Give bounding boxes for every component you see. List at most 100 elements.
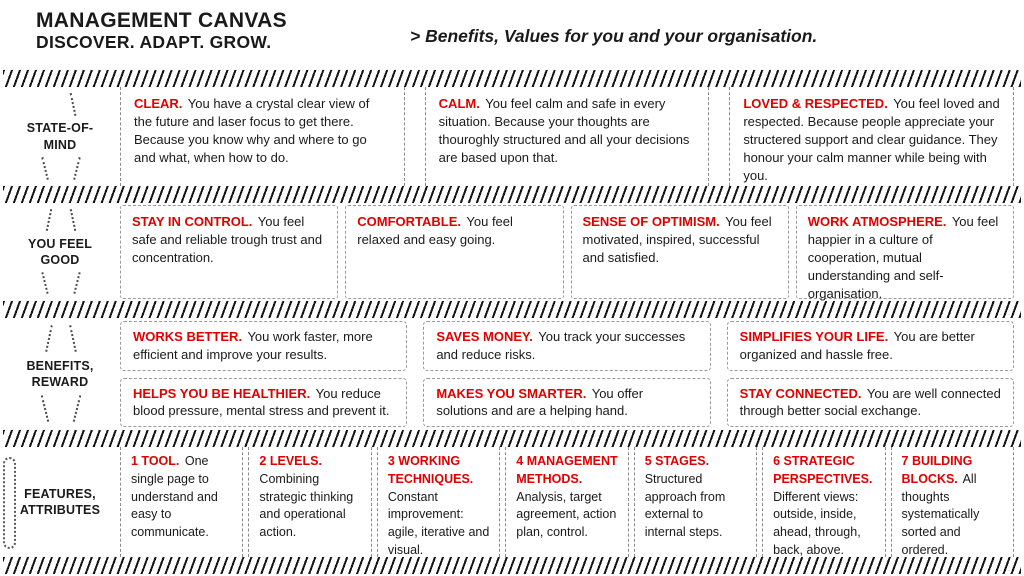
dotted-funnel-decoration [0, 89, 120, 120]
card-title: SENSE OF OPTIMISM. [582, 214, 720, 229]
row-label-benefits-reward: BENEFITS,REWARD [0, 318, 120, 430]
card-body: Analysis, target agreement, action plan,… [516, 489, 617, 540]
canvas-card: 4 MANAGEMENT METHODS. Analysis, target a… [505, 447, 629, 557]
card-text: STAY IN CONTROL. You feel safe and relia… [132, 213, 326, 267]
card-body: You work faster, more efficient and impr… [133, 329, 373, 362]
card-text: 4 MANAGEMENT METHODS. Analysis, target a… [516, 453, 618, 542]
card-body: You feel safe and reliable trough trust … [132, 214, 323, 265]
dotted-funnel-decoration [0, 449, 120, 486]
card-text: 2 LEVELS. Combining strategic thinking a… [259, 453, 361, 542]
dotted-funnel-decoration [0, 268, 120, 299]
card-title: WORKS BETTER. [133, 329, 243, 344]
row-state-of-mind: STATE-OF-MIND CLEAR. You have a crystal … [0, 87, 1024, 186]
canvas-card: 3 WORKING TECHNIQUES. Constant improveme… [376, 447, 501, 560]
title-block: MANAGEMENT CANVAS DISCOVER. ADAPT. GROW. [36, 9, 287, 52]
card-title: SIMPLIFIES YOUR LIFE. [739, 329, 889, 344]
card-title: 2 LEVELS. [259, 454, 322, 468]
card-body: Different views: outside, inside, ahead,… [773, 489, 861, 557]
card-text: LOVED & RESPECTED. You feel loved and re… [743, 95, 1000, 185]
card-text: 6 STRATEGIC PERSPECTIVES. Different view… [773, 453, 875, 560]
dotted-pill-decoration [3, 457, 16, 549]
row-label-text: BENEFITS,REWARD [26, 358, 94, 389]
card-title: STAY IN CONTROL. [132, 214, 253, 229]
dotted-funnel-decoration [0, 153, 120, 184]
canvas-card: HELPS YOU BE HEALTHIER. You reduce blood… [120, 377, 408, 427]
card-text: HELPS YOU BE HEALTHIER. You reduce blood… [133, 385, 394, 421]
card-title: STAY CONNECTED. [739, 385, 862, 401]
canvas-card: 2 LEVELS. Combining strategic thinking a… [248, 447, 372, 557]
card-text: MAKES YOU SMARTER. You offer solutions a… [436, 385, 697, 421]
row-benefits-reward: BENEFITS,REWARD WORKS BETTER. You work f… [0, 318, 1024, 430]
card-title: HELPS YOU BE HEALTHIER. [133, 385, 311, 401]
card-title: 1 TOOL. [131, 454, 180, 468]
row-label-text: STATE-OF-MIND [26, 121, 94, 152]
card-title: COMFORTABLE. [357, 214, 461, 229]
hatch-divider [3, 301, 1021, 318]
hatch-divider [3, 557, 1021, 574]
canvas-card: 6 STRATEGIC PERSPECTIVES. Different view… [762, 447, 886, 560]
canvas-card: STAY IN CONTROL. You feel safe and relia… [120, 205, 339, 299]
card-text: CALM. You feel calm and safe in every si… [439, 95, 696, 167]
card-title: CALM. [438, 96, 480, 111]
card-group: CLEAR. You have a crystal clear view of … [120, 87, 1024, 186]
row-label-features-attributes: FEATURES,ATTRIBUTES [0, 447, 120, 557]
hatch-divider [3, 186, 1021, 203]
card-text: COMFORTABLE. You feel relaxed and easy g… [357, 213, 551, 249]
card-group: WORKS BETTER. You work faster, more effi… [120, 318, 1024, 430]
canvas-card: 1 TOOL. One single page to understand an… [120, 447, 244, 557]
card-title: CLEAR. [134, 96, 183, 111]
card-text: WORKS BETTER. You work faster, more effi… [133, 328, 394, 364]
card-body: You feel calm and safe in every situatio… [438, 96, 690, 165]
canvas-card: STAY CONNECTED. You are well connected t… [726, 377, 1014, 427]
card-text: 5 STAGES. Structured approach from exter… [645, 453, 747, 542]
canvas-card: 7 BUILDING BLOCKS. All thoughts systemat… [890, 447, 1014, 560]
canvas-card: 5 STAGES. Structured approach from exter… [633, 447, 758, 557]
canvas-card: CLEAR. You have a crystal clear view of … [120, 87, 405, 186]
page-subtitle: DISCOVER. ADAPT. GROW. [36, 31, 272, 52]
canvas-card: CALM. You feel calm and safe in every si… [424, 87, 710, 186]
card-body: You are well connected through better so… [739, 385, 1001, 419]
card-text: WORK ATMOSPHERE. You feel happier in a c… [808, 213, 1002, 303]
card-body: One single page to understand and easy t… [131, 454, 218, 539]
canvas-card: COMFORTABLE. You feel relaxed and easy g… [345, 205, 564, 299]
card-body: You feel happier in a culture of coopera… [807, 214, 999, 301]
card-title: WORK ATMOSPHERE. [807, 214, 947, 229]
card-body: You feel motivated, inspired, successful… [582, 214, 772, 265]
card-body: You feel loved and respected. Because pe… [743, 96, 1000, 183]
canvas-card: SENSE OF OPTIMISM. You feel motivated, i… [570, 205, 789, 299]
card-text: SIMPLIFIES YOUR LIFE. You are better org… [740, 328, 1001, 364]
canvas-card: LOVED & RESPECTED. You feel loved and re… [729, 87, 1015, 186]
card-body: All thoughts systematically sorted and o… [901, 471, 980, 557]
hatch-divider [3, 430, 1021, 447]
card-body: Constant improvement: agile, iterative a… [387, 489, 490, 557]
card-body: You reduce blood pressure, mental stress… [133, 385, 390, 419]
card-text: STAY CONNECTED. You are well connected t… [740, 385, 1001, 421]
row-label-text: FEATURES,ATTRIBUTES [19, 486, 101, 517]
card-title: MAKES YOU SMARTER. [436, 385, 587, 401]
card-title: 6 STRATEGIC PERSPECTIVES. [773, 454, 873, 486]
card-title: 7 BUILDING BLOCKS. [901, 454, 973, 486]
card-body: You are better organized and hassle free… [739, 329, 975, 362]
card-body: You have a crystal clear view of the fut… [134, 96, 370, 165]
card-text: 1 TOOL. One single page to understand an… [131, 453, 233, 542]
card-text: 3 WORKING TECHNIQUES. Constant improveme… [388, 453, 490, 560]
card-text: CLEAR. You have a crystal clear view of … [134, 95, 391, 167]
dotted-funnel-decoration [0, 205, 120, 236]
card-title: 4 MANAGEMENT METHODS. [516, 454, 618, 486]
card-title: LOVED & RESPECTED. [743, 96, 888, 111]
dotted-funnel-decoration [0, 390, 120, 428]
card-body: Combining strategic thinking and operati… [259, 471, 354, 539]
dotted-funnel-decoration [0, 320, 120, 358]
card-body: Structured approach from external to int… [644, 471, 726, 539]
hatch-divider [3, 70, 1021, 87]
card-group: 1 TOOL. One single page to understand an… [120, 447, 1024, 557]
card-title: SAVES MONEY. [436, 329, 533, 344]
card-text: SENSE OF OPTIMISM. You feel motivated, i… [583, 213, 777, 267]
card-text: 7 BUILDING BLOCKS. All thoughts systemat… [902, 453, 1004, 560]
canvas-card: WORKS BETTER. You work faster, more effi… [120, 321, 408, 371]
page-title: MANAGEMENT CANVAS [36, 9, 287, 32]
